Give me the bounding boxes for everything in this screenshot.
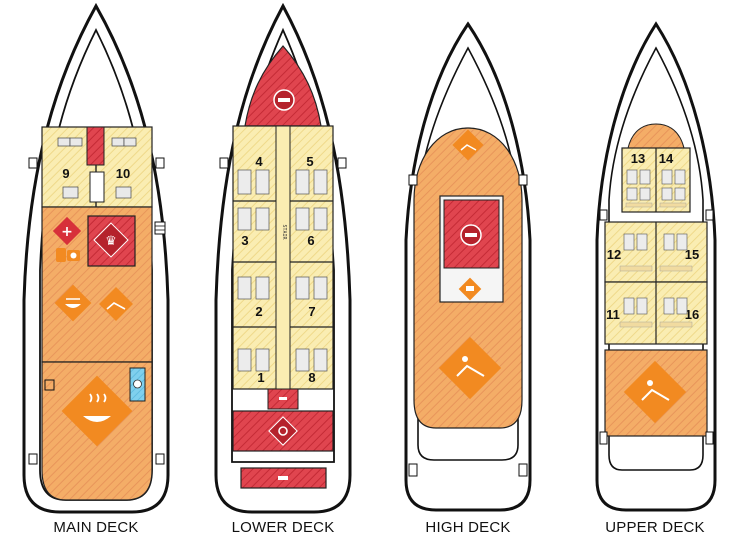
cabin-label: 7 bbox=[308, 304, 315, 319]
high-deck bbox=[404, 21, 532, 512]
upper-deck-rail bbox=[608, 46, 704, 471]
lower-deck-forepeak bbox=[244, 45, 322, 127]
cabin-label: 1 bbox=[257, 370, 264, 385]
cabin-label: 8 bbox=[308, 370, 315, 385]
deck-label-main: MAIN DECK bbox=[53, 519, 139, 536]
cabin-label: 12 bbox=[607, 247, 621, 262]
cabin-label: 14 bbox=[659, 151, 674, 166]
chef-icon bbox=[93, 222, 129, 258]
main-deck-restricted-shaft bbox=[86, 126, 105, 166]
cabin-label: 5 bbox=[306, 154, 313, 169]
upper-deck: 13 14 12 15 11 16 bbox=[595, 21, 717, 512]
cabin-label: 10 bbox=[116, 166, 130, 181]
cabin-label: 3 bbox=[241, 233, 248, 248]
deck-label-high: HIGH DECK bbox=[425, 519, 511, 536]
cabin-label: 4 bbox=[255, 154, 263, 169]
cabin-label: 2 bbox=[255, 304, 262, 319]
main-deck: 9 10 ♛ + bbox=[22, 2, 170, 514]
life-jacket-icon bbox=[56, 248, 66, 262]
stair-label: STAIR bbox=[281, 224, 287, 240]
cabin-label: 6 bbox=[307, 233, 314, 248]
cabin-label: 9 bbox=[62, 166, 69, 181]
lower-deck: 4 5 3 6 2 7 1 8 STAIR bbox=[214, 2, 352, 514]
lower-deck-corridor bbox=[275, 125, 291, 390]
dining-icon bbox=[54, 284, 92, 322]
cabin-label: 13 bbox=[631, 151, 645, 166]
cabin-label: 11 bbox=[606, 307, 620, 322]
deck-label-lower: LOWER DECK bbox=[231, 519, 335, 536]
engine-icon bbox=[268, 416, 298, 446]
cabin-label: 16 bbox=[685, 307, 699, 322]
chef-icon-glyph: ♛ bbox=[105, 234, 117, 249]
svg-text:+: + bbox=[61, 224, 73, 240]
main-deck-corridor bbox=[89, 171, 105, 203]
high-deck-rail bbox=[417, 46, 519, 461]
deck-label-upper: UPPER DECK bbox=[605, 519, 705, 536]
cabin-label: 15 bbox=[685, 247, 699, 262]
